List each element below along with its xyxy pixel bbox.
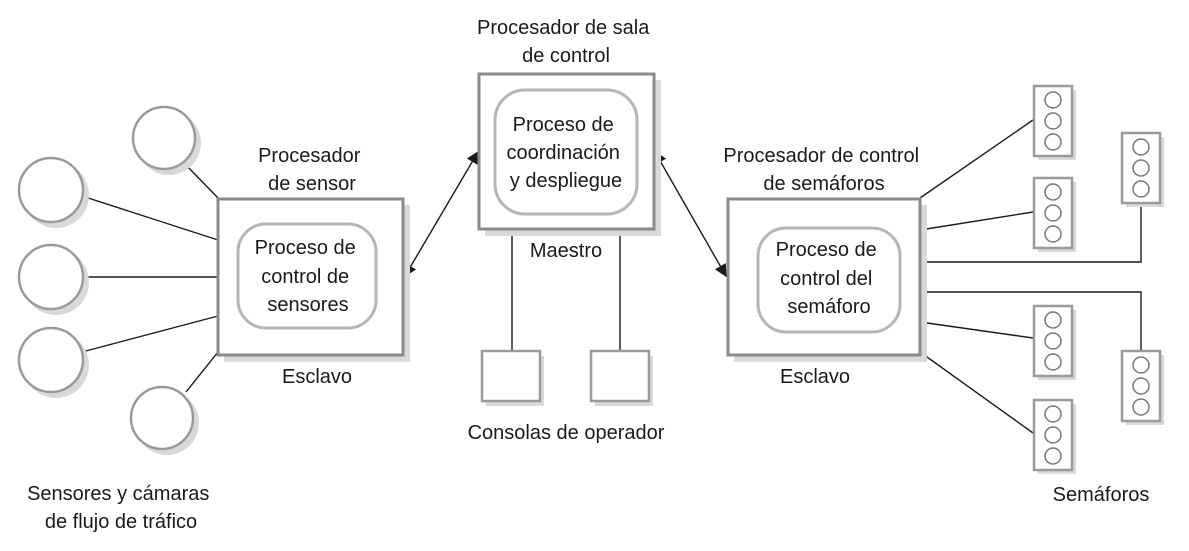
light-processor-title-line-2: de semáforos (763, 173, 884, 195)
light-processor-title-line-1: Procesador de control (723, 145, 919, 167)
control-to-light-arrow (654, 150, 727, 278)
traffic-sensors (17, 105, 201, 455)
sensor-processor-title-line-2: de sensor (268, 173, 356, 195)
master-label: Maestro (530, 240, 602, 262)
traffic-lights-label: Semáforos (1053, 484, 1150, 506)
traffic-light-icon (1032, 304, 1076, 380)
sensor-icon (17, 243, 89, 315)
operator-consoles (480, 349, 653, 406)
sensor-icon (17, 156, 89, 228)
sensor-process-line-2: control de (261, 266, 349, 288)
sensor-to-control-arrow (404, 150, 479, 278)
sensor-icon (129, 385, 199, 455)
light-processor-title: Procesador de control de semáforos (723, 145, 924, 195)
console-icon (480, 349, 544, 406)
sensors-label-line-1: Sensores y cámaras (27, 483, 209, 505)
sensor-wires (81, 163, 219, 393)
coordination-process-label: Proceso de coordinación y despliegue (507, 114, 626, 192)
traffic-light-icon (1032, 176, 1076, 252)
sensor-process-label: Proceso de control de sensores (255, 237, 362, 316)
network-arrows (404, 150, 727, 278)
traffic-light-icon (1120, 131, 1164, 207)
light-process-label: Proceso de control del semáforo (776, 239, 883, 318)
console-icon (589, 349, 653, 406)
sensor-processor-title: Procesador de sensor (258, 145, 366, 195)
control-room-title: Procesador de sala de control (477, 17, 655, 67)
light-process-line-1: Proceso de (776, 239, 877, 261)
coordination-line-2: coordinación (507, 142, 620, 164)
sensor-processor-title-line-1: Procesador (258, 145, 361, 167)
sensor-process-line-1: Proceso de (255, 237, 356, 259)
control-room-title-line-1: Procesador de sala (477, 17, 650, 39)
traffic-light-icon (1032, 398, 1076, 474)
traffic-lights (1032, 84, 1164, 474)
console-wires (511, 230, 621, 350)
light-process-line-3: semáforo (787, 296, 870, 318)
coordination-line-1: Proceso de (513, 114, 614, 136)
control-room-processor: Proceso de coordinación y despliegue (477, 72, 661, 236)
sensors-label: Sensores y cámaras de flujo de tráfico (27, 483, 215, 533)
control-room-title-line-2: de control (522, 45, 610, 67)
light-slave-label: Esclavo (780, 366, 850, 388)
sensor-icon (17, 326, 89, 398)
light-wires (919, 119, 1142, 434)
sensors-label-line-2: de flujo de tráfico (45, 511, 197, 533)
sensor-slave-label: Esclavo (282, 366, 352, 388)
traffic-light-processor: Proceso de control del semáforo (726, 197, 927, 362)
operator-consoles-label: Consolas de operador (468, 422, 665, 444)
coordination-line-3: y despliegue (510, 170, 622, 192)
sensor-processor: Proceso de control de sensores (216, 197, 410, 362)
sensor-icon (131, 105, 201, 175)
light-process-line-2: control del (780, 268, 872, 290)
sensor-process-line-3: sensores (267, 294, 348, 316)
traffic-light-icon (1120, 349, 1164, 425)
traffic-light-icon (1032, 84, 1076, 160)
